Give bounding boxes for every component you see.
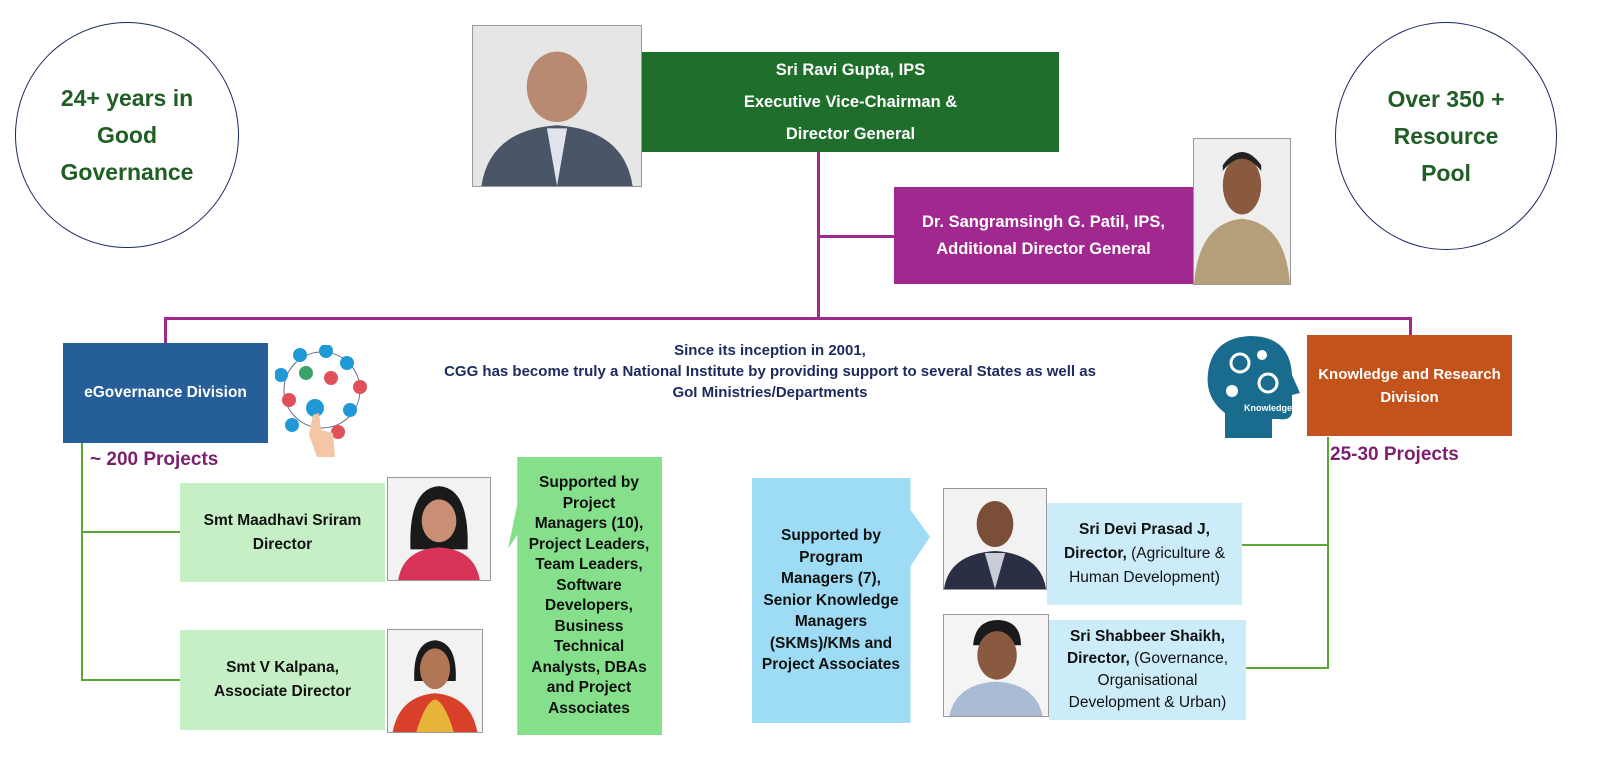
support-line: Project Associates	[761, 656, 901, 674]
kalpana-photo	[387, 629, 483, 733]
kr-title: Division	[1380, 388, 1439, 406]
circle-line: Good	[96, 121, 158, 148]
director-card-devi-prasad: Sri Devi Prasad J, Director, (Agricultur…	[1047, 503, 1242, 605]
connector-line	[1242, 544, 1328, 546]
person-area: (Governance,	[1129, 650, 1229, 667]
support-line: Team Leaders,	[535, 556, 643, 573]
support-line: Analysts, DBAs	[531, 658, 647, 676]
connector-line	[81, 443, 83, 681]
kr-projects: 25-30 Projects	[1330, 444, 1459, 465]
support-line: Program	[799, 548, 863, 566]
kr-division-box: Knowledge and Research Division	[1307, 335, 1512, 436]
head-title: Director General	[785, 125, 916, 143]
connector-line	[818, 235, 894, 238]
support-line: and Project	[546, 679, 632, 696]
support-line: Project Leaders,	[528, 535, 650, 553]
support-line: (SKMs)/KMs and	[769, 634, 893, 652]
circle-line: Governance	[60, 158, 194, 185]
support-line: Software	[556, 576, 622, 594]
person-area: Development & Urban)	[1068, 694, 1227, 711]
head-box: Sri Ravi Gupta, IPS Executive Vice-Chair…	[642, 52, 1059, 152]
egov-title: eGovernance Division	[84, 384, 247, 401]
connector-line	[1409, 317, 1412, 336]
adg-photo	[1193, 138, 1291, 285]
support-line: Senior Knowledge	[763, 591, 899, 609]
egov-support-box: Supported by Project Managers (10), Proj…	[508, 457, 662, 735]
support-line: Associates	[548, 699, 630, 717]
head-title: Executive Vice-Chairman &	[743, 93, 958, 111]
circle-line: Over 350 +	[1387, 85, 1505, 112]
person-name: Sri Devi Prasad J,	[1079, 521, 1210, 538]
intro-line: Since its inception in 2001,	[674, 342, 866, 359]
egov-network-icon	[274, 344, 370, 460]
circle-line: Pool	[1421, 159, 1471, 186]
support-line: Managers (10),	[534, 515, 644, 532]
knowledge-label: Knowledge	[1244, 403, 1292, 413]
support-line: Project	[562, 494, 616, 512]
adg-title: Additional Director General	[936, 239, 1151, 258]
person-area: Organisational	[1097, 672, 1198, 689]
support-line: Developers,	[545, 597, 633, 614]
person-name: Smt V Kalpana,	[226, 659, 339, 676]
support-line: Managers (7),	[781, 570, 881, 588]
person-role: Director,	[1063, 545, 1127, 562]
support-line: Managers	[794, 613, 868, 631]
egov-projects: ~ 200 Projects	[90, 449, 219, 470]
person-name: Sri Shabbeer Shaikh,	[1069, 628, 1226, 645]
support-line: Technical	[553, 638, 625, 655]
adg-name: Dr. Sangramsingh G. Patil, IPS,	[922, 212, 1165, 231]
person-area: (Agriculture &	[1126, 545, 1226, 562]
head-photo	[472, 25, 642, 187]
devi-prasad-photo	[943, 488, 1047, 590]
person-role: Director	[252, 535, 313, 553]
person-role: Associate Director	[214, 683, 351, 700]
knowledge-head-icon: Knowledge	[1200, 333, 1300, 438]
kr-support-box: Supported by Program Managers (7), Senio…	[752, 478, 930, 723]
circle-line: 24+ years in	[60, 84, 194, 111]
connector-line	[1327, 437, 1329, 669]
kr-title: Knowledge and Research	[1318, 365, 1501, 383]
support-line: Supported by	[539, 474, 639, 491]
person-name: Smt Maadhavi Sriram	[203, 511, 362, 529]
connector-line	[81, 531, 181, 533]
connector-line	[1246, 667, 1328, 669]
connector-line	[164, 317, 167, 344]
director-card-kalpana: Smt V Kalpana, Associate Director	[180, 630, 385, 730]
intro-line: GoI Ministries/Departments	[672, 384, 868, 401]
shabbeer-photo	[943, 614, 1049, 717]
head-name: Sri Ravi Gupta, IPS	[775, 61, 926, 79]
adg-box: Dr. Sangramsingh G. Patil, IPS, Addition…	[894, 187, 1193, 284]
intro-text: Since its inception in 2001, CGG has bec…	[360, 340, 1180, 403]
connector-line	[164, 317, 1412, 320]
maadhavi-photo	[387, 477, 491, 581]
person-role: Director,	[1066, 650, 1130, 667]
intro-line: CGG has become truly a National Institut…	[444, 363, 1096, 380]
director-card-maadhavi: Smt Maadhavi Sriram Director	[180, 483, 385, 582]
director-card-shabbeer: Sri Shabbeer Shaikh, Director, (Governan…	[1049, 620, 1246, 720]
circle-line: Resource	[1393, 122, 1499, 149]
egov-division-box: eGovernance Division	[63, 343, 268, 443]
person-area: Human Development)	[1069, 569, 1220, 586]
support-line: Business	[554, 617, 624, 635]
support-line: Supported by	[781, 527, 881, 545]
connector-line	[81, 679, 181, 681]
